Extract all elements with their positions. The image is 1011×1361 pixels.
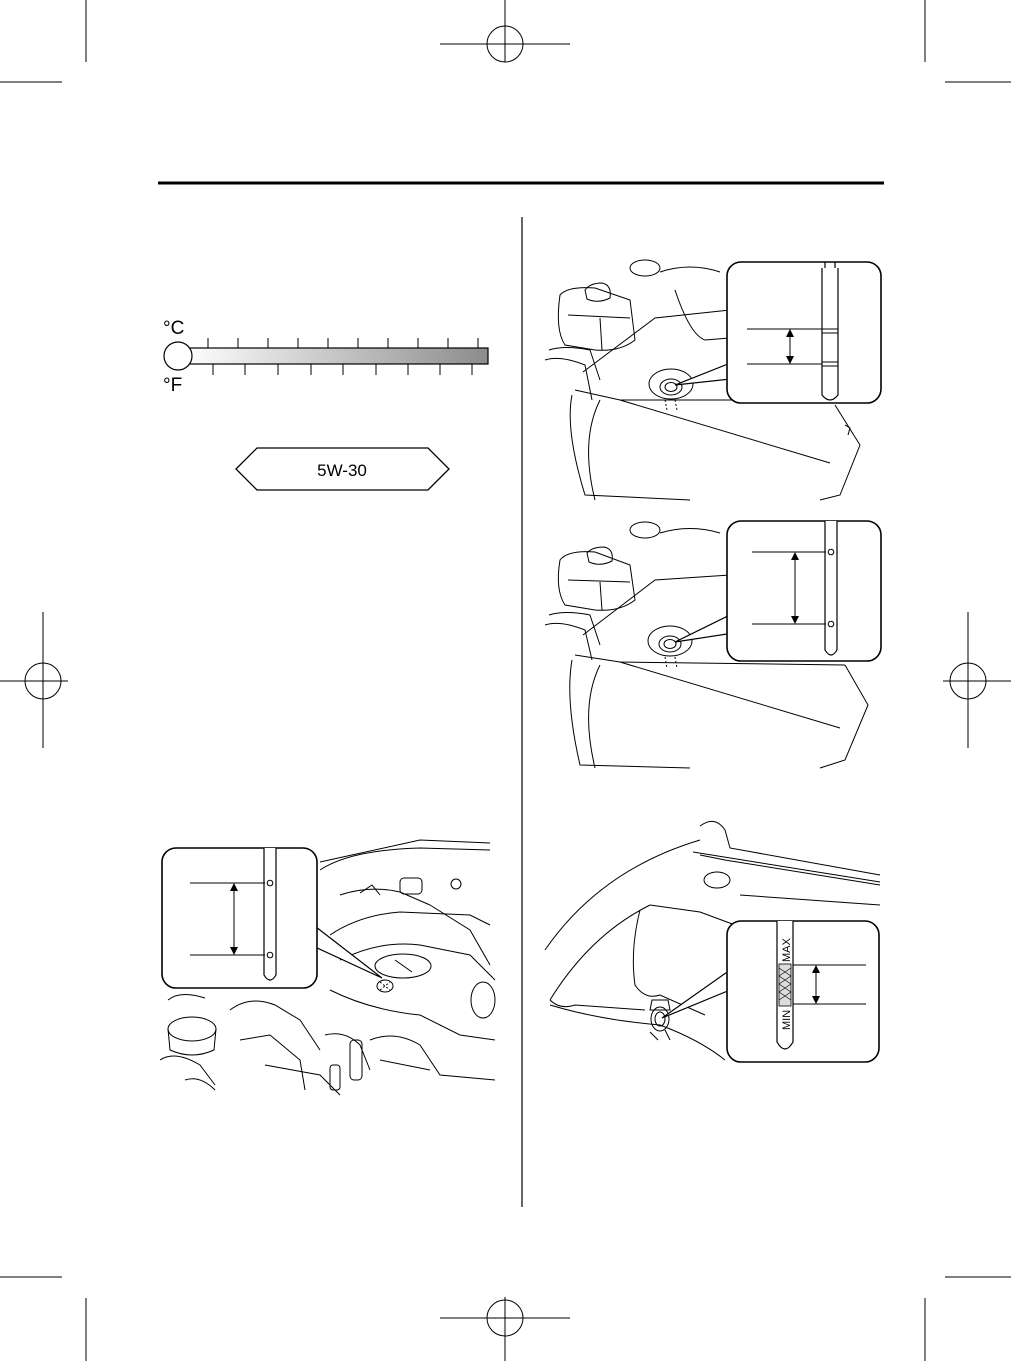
dipstick-callout-a [675, 262, 881, 403]
thermometer-tube [183, 348, 488, 364]
temperature-scale: °C °F [163, 318, 488, 396]
registration-mark-bottom [440, 1297, 570, 1361]
dipstick-min-label: MIN [781, 1010, 793, 1030]
celsius-ticks [208, 338, 478, 348]
registration-mark-top [440, 0, 570, 62]
dipstick-max-label: MAX [781, 938, 793, 963]
fahrenheit-label: °F [163, 375, 182, 396]
dipstick-callout-b [675, 521, 881, 661]
celsius-label: °C [163, 318, 184, 339]
registration-mark-left [0, 612, 68, 748]
dipstick-callout-c [162, 848, 382, 988]
registration-mark-right [943, 612, 1011, 748]
oil-grade-label: 5W-30 [317, 461, 367, 480]
oil-grade-band: 5W-30 [236, 448, 449, 490]
fahrenheit-ticks [213, 364, 472, 375]
